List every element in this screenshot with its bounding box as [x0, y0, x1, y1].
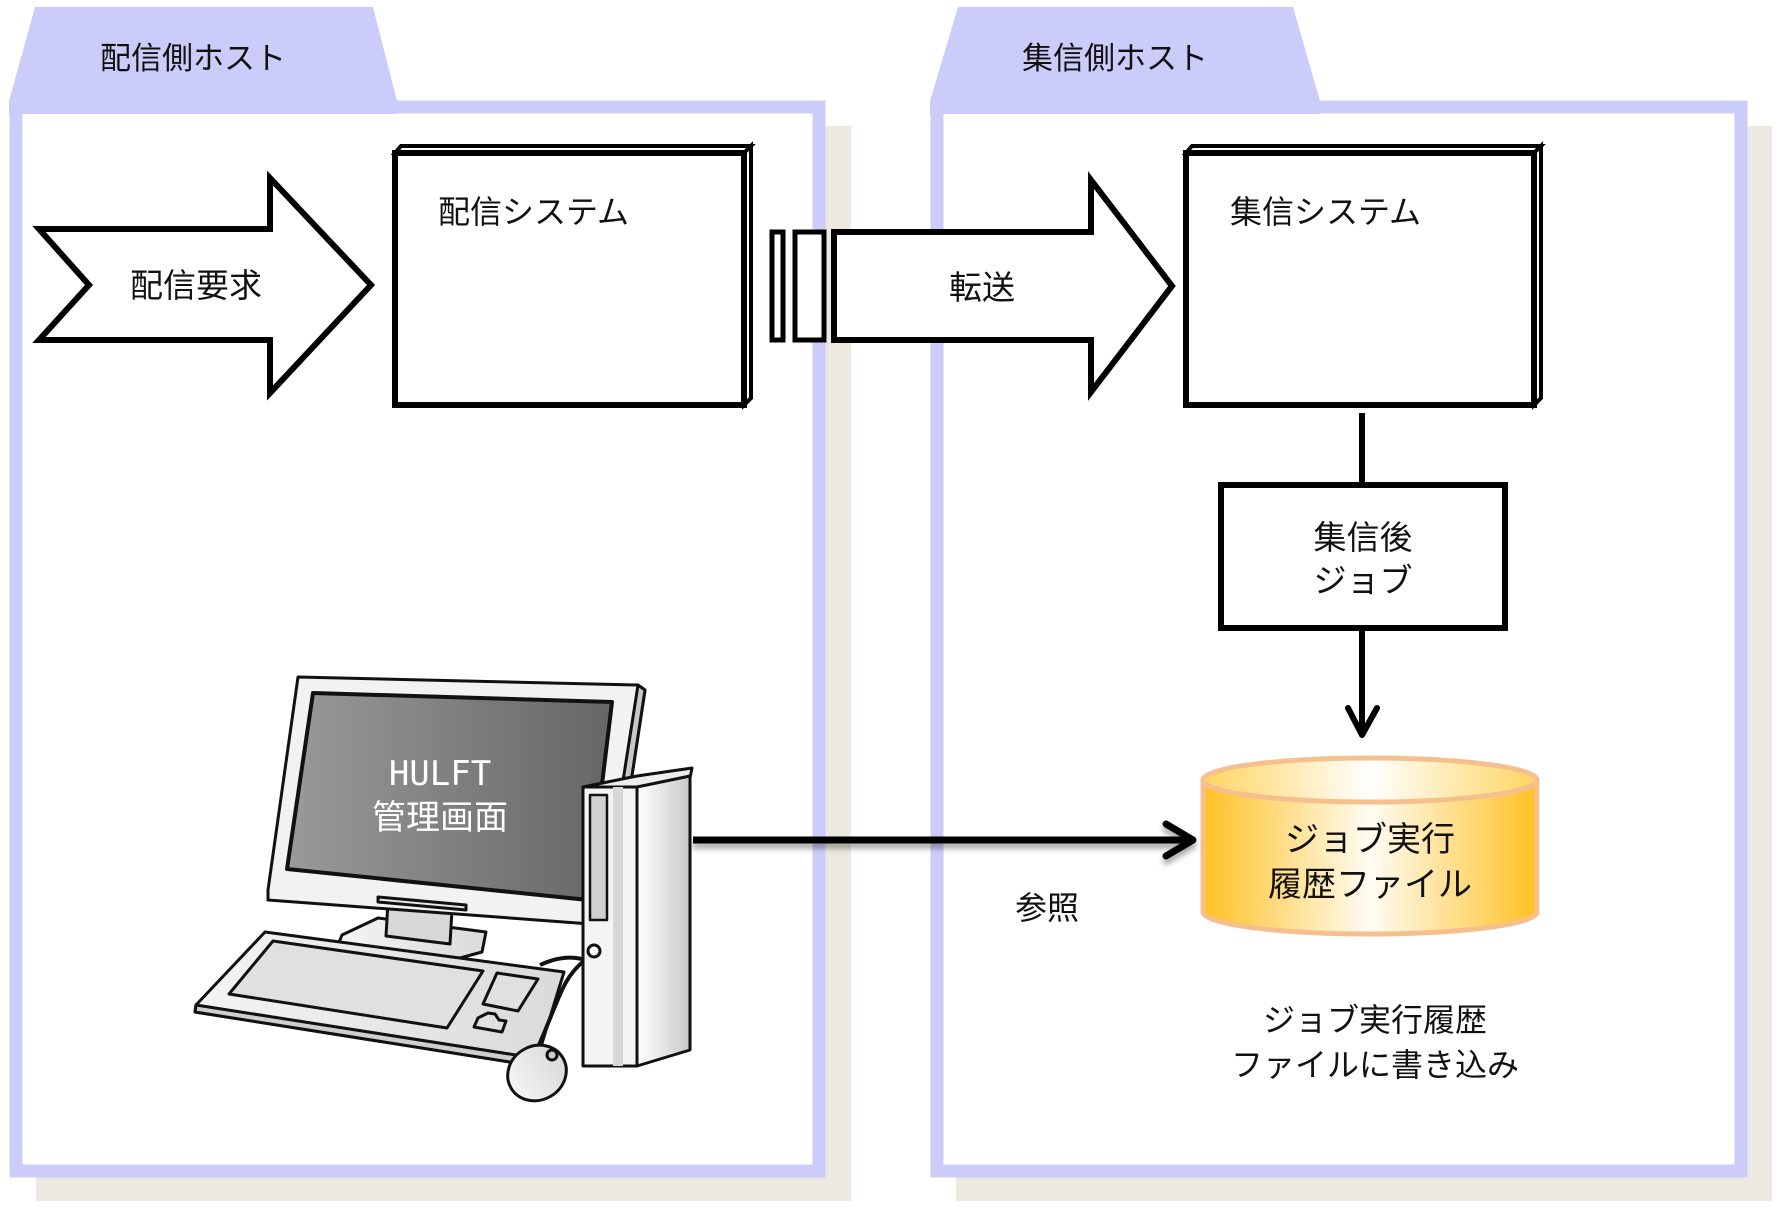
post-job-label: 集信後 ジョブ — [1221, 516, 1505, 602]
receive-system-box — [1181, 141, 1546, 410]
tower-side — [635, 774, 692, 1068]
send-panel-tab — [9, 7, 397, 101]
history-file-cylinder — [1200, 755, 1540, 937]
send-host-title: 配信側ホスト — [100, 41, 286, 77]
write-caption-line1: ジョブ実行履歴 — [1262, 1001, 1487, 1039]
job-to-file-arrowhead — [1345, 705, 1380, 738]
request-arrow-label: 配信要求 — [130, 266, 262, 305]
keyboard-keys — [227, 939, 485, 1030]
send-system-box — [390, 141, 756, 410]
tower-front-strip — [613, 787, 623, 1066]
receive-host-title: 集信側ホスト — [1022, 41, 1208, 77]
history-file-label: ジョブ実行 履歴ファイル — [1203, 818, 1537, 908]
computer-illustration — [193, 675, 694, 1103]
send-panel-tab-join — [9, 100, 397, 114]
tower-front — [581, 785, 639, 1068]
write-caption: ジョブ実行履歴 ファイルに書き込み — [1175, 998, 1575, 1088]
write-caption-line2: ファイルに書き込み — [1230, 1046, 1519, 1084]
post-job-label-line1: 集信後 — [1313, 518, 1413, 557]
screen-text-line2: 管理画面 — [372, 798, 508, 838]
tower-power-button — [586, 943, 602, 959]
transfer-arrow-shape — [831, 171, 1176, 401]
receive-system-title: 集信システム — [1230, 193, 1422, 231]
keyboard-arrow-keys — [472, 1011, 508, 1034]
receive-panel-tab-join — [930, 100, 1320, 114]
transfer-connector-bar-1 — [769, 229, 786, 343]
tower-drive-slot — [588, 793, 609, 922]
history-file-label-line1: ジョブ実行 — [1285, 820, 1455, 860]
history-file-label-line2: 履歴ファイル — [1268, 865, 1472, 905]
post-job-box — [1218, 482, 1508, 631]
transfer-connector-bar-2 — [792, 229, 827, 343]
request-arrow-shape — [32, 170, 376, 401]
reference-arrow-label: 参照 — [1015, 889, 1080, 927]
computer-screen-text: HULFT 管理画面 — [330, 752, 550, 840]
transfer-arrow-label: 転送 — [949, 268, 1015, 307]
screen-text-line1: HULFT — [388, 754, 492, 794]
receive-panel-tab — [930, 7, 1320, 101]
send-system-title: 配信システム — [438, 193, 630, 231]
mouse-cable — [529, 955, 587, 1064]
keyboard-numpad — [481, 971, 540, 1013]
reference-arrow — [693, 820, 1197, 860]
post-job-label-line2: ジョブ — [1313, 561, 1413, 600]
monitor-bar — [376, 895, 468, 912]
